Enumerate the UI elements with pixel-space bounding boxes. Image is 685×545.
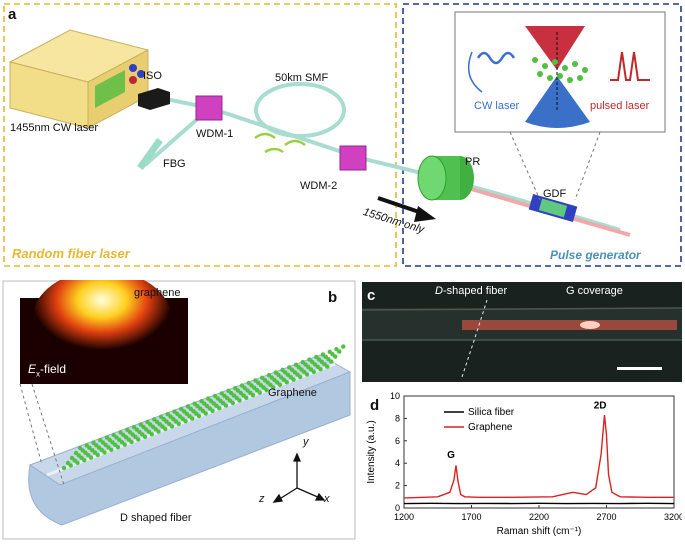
panel-d-letter: d — [370, 397, 380, 414]
plot-frame — [403, 395, 675, 509]
g-coverage-glow — [462, 320, 677, 330]
wdm2-cube — [339, 145, 367, 171]
feedback-arrows — [254, 132, 306, 154]
y-tick-label: 10 — [390, 391, 400, 401]
d-shaped-fiber-label: D-shaped fiber — [435, 285, 508, 297]
laser-label: 1455nm CW laser — [10, 122, 99, 134]
gdf-graphene — [538, 198, 568, 218]
panel-c-micrograph — [362, 282, 682, 382]
panel-a-letter: a — [8, 6, 17, 23]
fbg-component — [137, 137, 163, 171]
right-box-title: Pulse generator — [550, 248, 641, 262]
smf-label: 50km SMF — [275, 72, 329, 84]
pr-label: PR — [465, 156, 481, 168]
g-coverage-label: G coverage — [566, 285, 623, 297]
peak-label: G — [447, 450, 455, 461]
pulse-wave-icon — [610, 51, 650, 81]
y-tick-label: 4 — [395, 458, 400, 468]
inset-graphene-label: graphene — [134, 287, 181, 299]
panel-b-diagram — [2, 280, 356, 540]
axis-x-label: x — [324, 493, 330, 505]
x-axis-label: Raman shift (cm⁻¹) — [497, 526, 582, 537]
output-arrowhead — [414, 206, 436, 222]
x-tick-label: 1700 — [461, 512, 481, 522]
random-fiber-laser-box — [3, 3, 397, 267]
dirac-cone-upper — [525, 26, 585, 70]
axis-z-label: z — [259, 493, 265, 505]
pr-cylinder-front — [417, 155, 447, 201]
fbg-label: FBG — [163, 158, 186, 170]
legend-entry: Silica fiber — [468, 407, 515, 418]
peak-label: 2D — [594, 401, 607, 412]
axis-y-label: y — [303, 436, 309, 448]
x-tick-label: 1200 — [394, 512, 414, 522]
y-tick-label: 2 — [395, 481, 400, 491]
d-shaped-fiber-body — [28, 371, 351, 526]
y-tick-label: 8 — [395, 413, 400, 423]
wdm2-label: WDM-2 — [300, 180, 338, 192]
legend-entry: Graphene — [468, 422, 513, 433]
y-tick-label: 6 — [395, 436, 400, 446]
laser-knob — [137, 70, 145, 78]
panel-b-letter: b — [328, 289, 338, 306]
x-tick-label: 3200 — [664, 512, 682, 522]
panel-c-letter: c — [367, 287, 376, 304]
laser-knob — [129, 76, 137, 84]
iso-label: ISO — [143, 70, 162, 82]
series-line-graphene — [403, 414, 674, 499]
y-axis-label: Intensity (a.u.) — [366, 420, 377, 483]
y-tick-label: 0 — [395, 503, 400, 513]
graphene-dots — [61, 344, 346, 471]
x-tick-label: 2700 — [596, 512, 616, 522]
graphene-label: Graphene — [268, 387, 317, 399]
ex-field-label: Ex-field — [28, 362, 67, 379]
gdf-label: GDF — [543, 188, 567, 200]
graphene-lattice-icon — [532, 57, 588, 83]
axes-icon — [272, 452, 326, 503]
smf-spool — [254, 82, 346, 138]
left-box-title: Random fiber laser — [12, 246, 130, 261]
inset-cw-label: CW laser — [474, 100, 520, 112]
fiber-label: D shaped fiber — [120, 512, 192, 524]
cw-arrow-icon — [467, 51, 483, 93]
wdm1-cube — [195, 95, 223, 121]
scale-bar — [617, 367, 662, 370]
wdm1-label: WDM-1 — [196, 128, 234, 140]
x-tick-label: 2200 — [529, 512, 549, 522]
inset-pulsed-label: pulsed laser — [590, 100, 650, 112]
laser-knob — [129, 64, 137, 72]
iso-component — [138, 88, 170, 110]
cw-wave-icon — [476, 51, 516, 65]
panel-a-diagram — [3, 3, 682, 267]
laser-display — [95, 70, 125, 108]
